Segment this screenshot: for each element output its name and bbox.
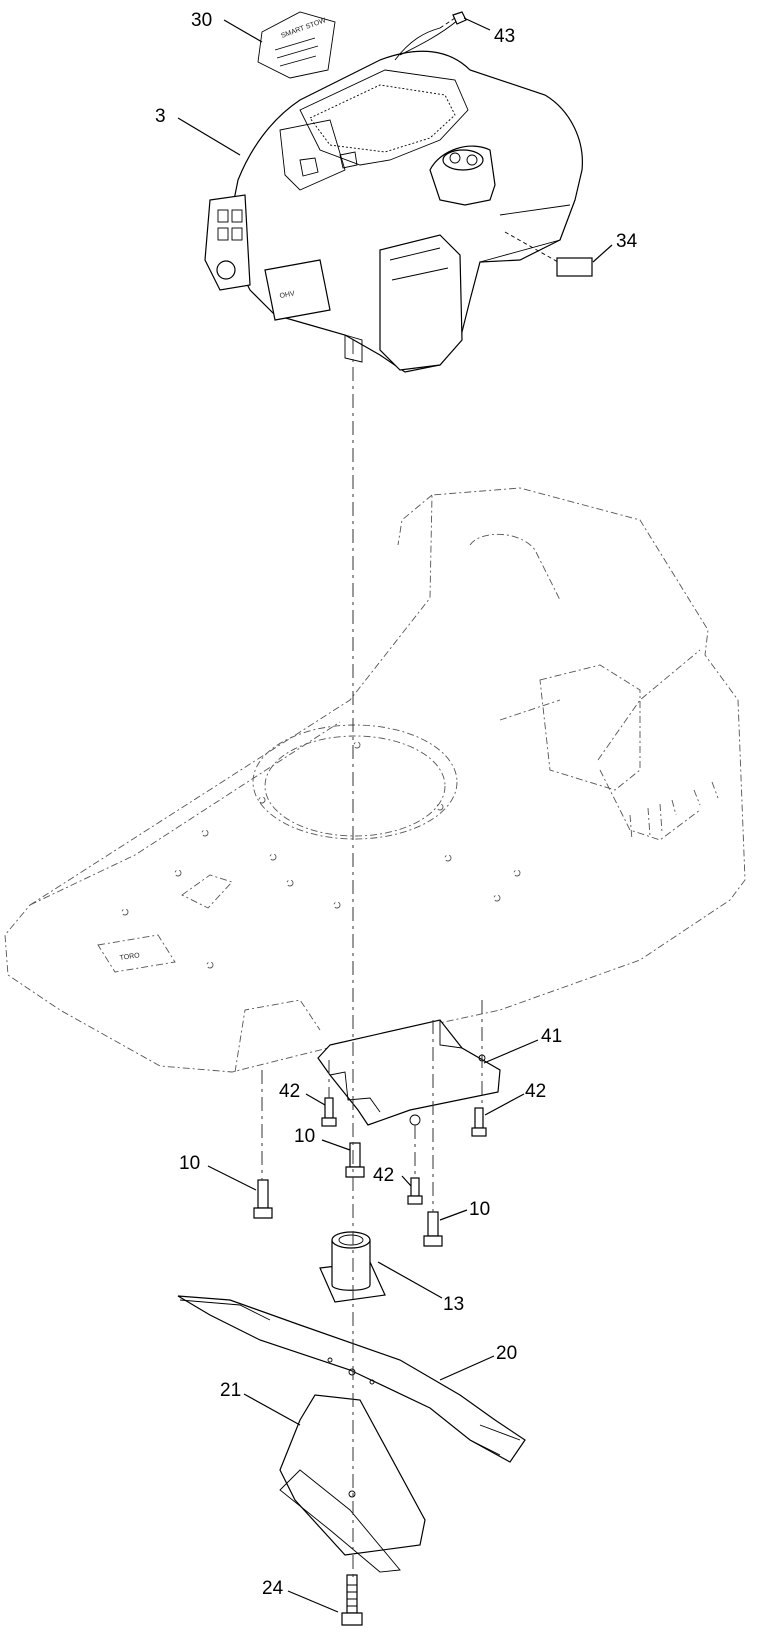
bolt-part-42-right	[471, 1107, 487, 1137]
callout-24: 24	[262, 1578, 284, 1599]
bolt-part-10-left	[253, 1179, 273, 1219]
bolt-part-10-right	[423, 1211, 443, 1247]
decal-part-30: SMART STOW	[257, 11, 336, 79]
callout-21: 21	[220, 1380, 241, 1401]
engine-badge: OHV	[279, 290, 295, 300]
callout-34: 34	[616, 231, 638, 252]
callout-42-center: 42	[373, 1165, 394, 1186]
callout-43: 43	[494, 26, 515, 47]
callout-10-center: 10	[294, 1126, 315, 1147]
blade-bolt-part-24	[341, 1574, 363, 1626]
bolt-part-42-left	[321, 1097, 337, 1127]
bolt-part-42-center	[407, 1177, 423, 1205]
callout-41: 41	[541, 1026, 562, 1047]
callout-10-left: 10	[179, 1153, 200, 1174]
decal-part-34	[556, 257, 593, 277]
mower-deck-outline: TORO	[4, 487, 746, 1073]
assembly-center-lines	[261, 340, 483, 1580]
leader-lines	[177, 17, 613, 1613]
decal-text: SMART STOW	[280, 17, 327, 40]
callout-30: 30	[191, 10, 212, 31]
plug-cap-part-43	[452, 11, 467, 25]
callout-labels: 30 43 3 34 41 42 42 10 10 42 10 13 20 21…	[155, 10, 638, 1599]
callout-3: 3	[155, 106, 166, 127]
engine: OHV	[204, 19, 583, 373]
blade-adapter-part-13	[319, 1231, 386, 1303]
callout-42-left: 42	[279, 1081, 300, 1102]
blade-part-20	[177, 1295, 526, 1463]
deck-logo: TORO	[119, 952, 140, 962]
callout-20: 20	[496, 1343, 517, 1364]
callout-42-right: 42	[525, 1081, 546, 1102]
bolt-part-10-center	[345, 1142, 365, 1178]
callout-13: 13	[443, 1294, 464, 1315]
baffle-part-41	[317, 1019, 501, 1126]
callout-10-right: 10	[469, 1199, 490, 1220]
